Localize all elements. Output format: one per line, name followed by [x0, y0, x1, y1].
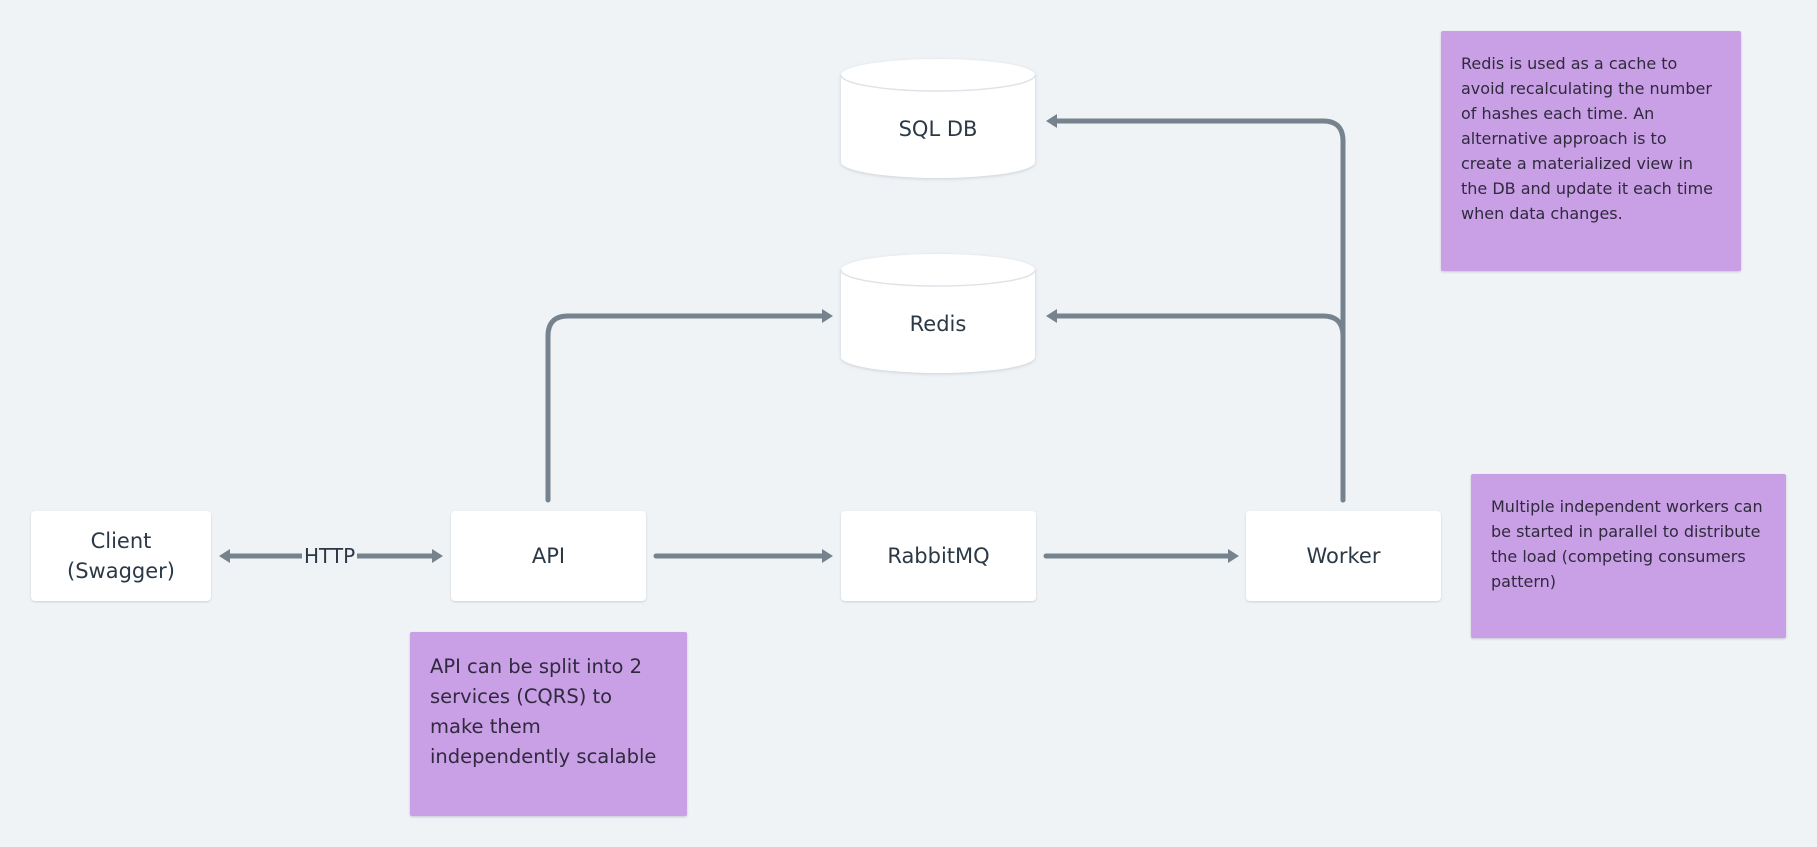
note-api-split-text: API can be split into 2 services (CQRS) …: [430, 655, 657, 768]
sql-db-node-label: SQL DB: [898, 117, 978, 141]
api-node-label: API: [531, 544, 566, 568]
sql-db-node[interactable]: SQL DB: [840, 58, 1036, 182]
redis-node[interactable]: Redis: [840, 253, 1036, 377]
edge-api-redis[interactable]: [545, 309, 833, 503]
client-node-label: Client (Swagger): [67, 529, 175, 583]
edge-api-rabbitmq[interactable]: [653, 549, 833, 563]
note-redis-cache[interactable]: Redis is used as a cache to avoid recalc…: [1441, 31, 1741, 271]
note-api-split[interactable]: API can be split into 2 services (CQRS) …: [410, 632, 687, 816]
note-redis-cache-text: Redis is used as a cache to avoid recalc…: [1461, 54, 1713, 223]
edge-worker-redis[interactable]: [1046, 309, 1346, 503]
api-node[interactable]: API: [451, 511, 646, 601]
rabbitmq-node[interactable]: RabbitMQ: [841, 511, 1036, 601]
database-cylinder-icon: [840, 59, 1036, 178]
worker-node-label: Worker: [1306, 544, 1381, 568]
note-workers-text: Multiple independent workers can be star…: [1491, 497, 1763, 591]
worker-node[interactable]: Worker: [1246, 511, 1441, 601]
edge-rabbitmq-worker[interactable]: [1043, 549, 1239, 563]
database-cylinder-icon: [840, 254, 1036, 373]
client-node[interactable]: Client (Swagger): [31, 511, 211, 601]
note-workers[interactable]: Multiple independent workers can be star…: [1471, 474, 1786, 638]
edge-label-http: HTTP: [302, 543, 358, 569]
redis-node-label: Redis: [909, 312, 967, 336]
rabbitmq-node-label: RabbitMQ: [887, 544, 990, 568]
edge-worker-sqldb[interactable]: [1046, 114, 1346, 503]
